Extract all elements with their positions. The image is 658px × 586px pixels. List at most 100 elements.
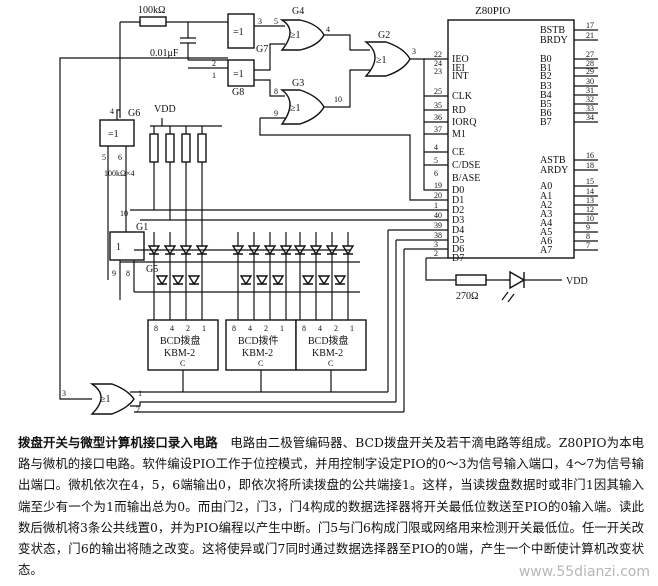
pio-pin-label: D4 [452, 225, 464, 236]
pio-pin-label: D0 [452, 185, 464, 196]
pio-pin-label: A3 [540, 209, 552, 220]
bcd-pin-number: 1 [350, 324, 354, 333]
pio-pin-label: A0 [540, 181, 552, 192]
caption: 拨盘开关与微型计算机接口录入电路 电路由二极管编码器、BCD拨盘开关及若干滴电路… [18, 432, 644, 580]
bcd-pin-number: 1 [280, 324, 284, 333]
pin-num: 6 [118, 153, 122, 162]
pio-pin-number: 12 [586, 205, 594, 214]
gate-g4-label: G4 [292, 6, 304, 17]
resistor-100k-label: 100kΩ [138, 5, 165, 16]
diode [171, 275, 185, 286]
pio-pin-label: RD [452, 105, 466, 116]
pio-pin-label: IEI [452, 63, 465, 74]
pin-num: 10 [120, 209, 128, 218]
resistor-100k [139, 16, 167, 27]
diode [301, 275, 315, 286]
pio-pin-number: 31 [586, 86, 594, 95]
wire-g6-out [116, 109, 120, 120]
pio-pin-number: 5 [434, 156, 438, 165]
pio-pin-label: M1 [452, 129, 466, 140]
diode-matrix [120, 232, 360, 320]
pio-pin-label: A7 [540, 245, 552, 256]
pio-pin-number: 36 [434, 113, 442, 122]
diode [271, 275, 285, 286]
bcd-pin-number: 4 [318, 324, 322, 333]
resistor-270 [455, 274, 487, 286]
resistor-270-label: 270Ω [456, 291, 478, 302]
wire-d4 [387, 229, 448, 392]
chip-name: Z80PIO [475, 5, 511, 17]
gate-g3-label: G3 [292, 78, 304, 89]
gate-g1 [109, 231, 145, 261]
bcd-pin-number: 8 [154, 324, 158, 333]
pio-pin-number: 30 [586, 77, 594, 86]
wire-g4-in [254, 25, 285, 71]
gate-bottom-symbol: ≥1 [100, 394, 111, 405]
vdd-label: VDD [154, 104, 176, 115]
pio-pin-number: 15 [586, 177, 594, 186]
pio-pin-label: C/DSE [452, 160, 480, 171]
pio-pin-label: CE [452, 147, 465, 158]
bcd-common-pin: C [180, 359, 185, 368]
pio-pin-number: 13 [586, 196, 594, 205]
gate-g3 [279, 89, 325, 125]
pin-num: 5 [102, 153, 106, 162]
pio-pin-number: 34 [586, 113, 594, 122]
vdd-rail [150, 118, 222, 127]
pio-pin-label: D1 [452, 195, 464, 206]
diode [239, 275, 253, 286]
resistor [149, 133, 159, 163]
pio-pin-number: 40 [434, 211, 442, 220]
pio-pin-number: 29 [586, 67, 594, 76]
wire-d7 [425, 257, 456, 281]
gate-g5-label: G5 [146, 264, 158, 275]
bcd-switch-name: BCD拨盘 [160, 334, 201, 347]
pio-pin-label: B4 [540, 90, 552, 101]
resistor [197, 133, 207, 163]
pio-pin-number: 19 [434, 181, 442, 190]
led-rays [501, 279, 562, 303]
resistor [165, 133, 175, 163]
pio-pin-number: 1 [434, 201, 438, 210]
gate-g8-symbol: =1 [233, 69, 244, 80]
bcd-pin-number: 8 [232, 324, 236, 333]
pio-pin-number: 33 [586, 104, 594, 113]
pin-num: 10 [334, 95, 342, 104]
diode [187, 275, 201, 286]
gate-g8 [227, 59, 255, 87]
diode [255, 275, 269, 286]
pin-num: 8 [274, 87, 278, 96]
bcd-pin-number: 4 [248, 324, 252, 333]
wire-g2-in [324, 34, 370, 108]
wire-bottom-in [130, 391, 404, 413]
pio-pin-label: D3 [452, 215, 464, 226]
pio-left-pins: IEO22IEI24INT23CLK25RD35IORQ36M137CE4C/D… [434, 50, 480, 264]
diode [333, 275, 347, 286]
pio-pin-number: 23 [434, 67, 442, 76]
pin-num: 3 [412, 47, 416, 56]
wire-g2-to-d0 [410, 58, 448, 191]
bcd-switch-model: KBM-2 [312, 348, 343, 359]
bcd-switch [147, 319, 219, 371]
pin-num: 1 [212, 71, 216, 80]
pio-pin-number: 25 [434, 87, 442, 96]
pio-pin-label: B1 [540, 63, 552, 74]
pio-pin-label: D6 [452, 244, 464, 255]
pio-pin-label: ARDY [540, 165, 568, 176]
wire-bottom-feedback [59, 57, 228, 400]
z80pio-chip [447, 19, 575, 259]
pin-num: 3 [258, 17, 262, 26]
pin-num: 2 [212, 59, 216, 68]
pio-pin-number: 21 [586, 31, 594, 40]
pio-pin-number: 32 [586, 95, 594, 104]
diode [317, 275, 331, 286]
pio-pin-number: 14 [586, 187, 594, 196]
diode [155, 275, 169, 286]
caption-title: 拨盘开关与微型计算机接口录入电路 [18, 435, 218, 450]
pin-num: 4 [326, 25, 330, 34]
pio-pin-number: 18 [586, 161, 594, 170]
diode-rows [120, 249, 360, 293]
